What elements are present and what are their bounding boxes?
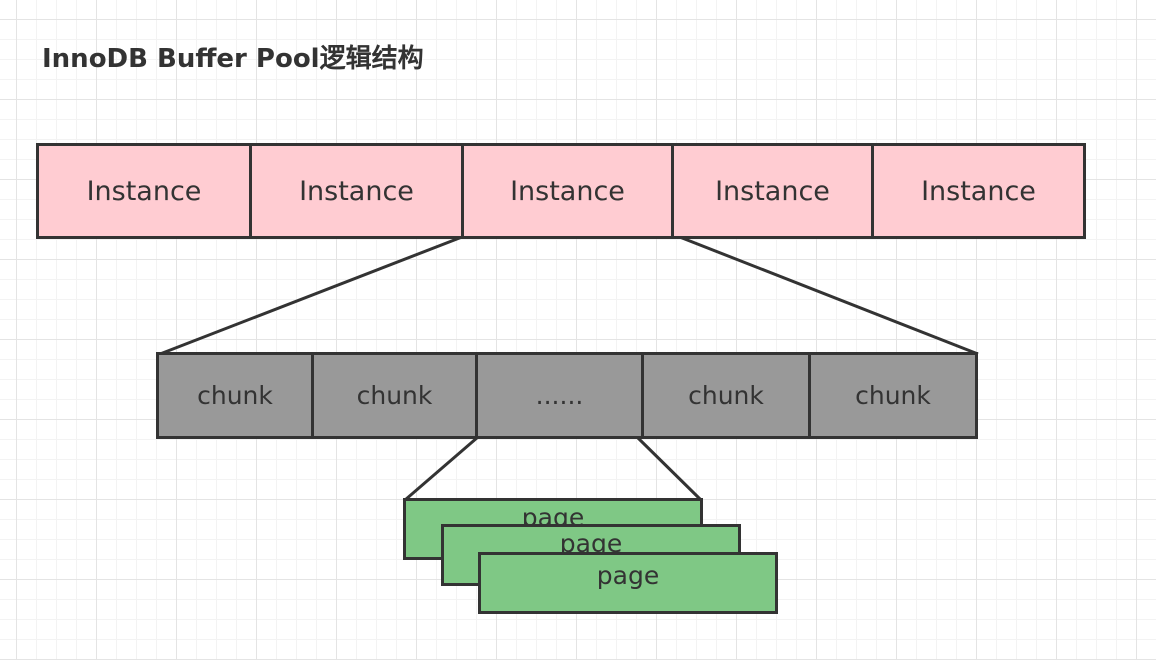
page-box: page (478, 552, 778, 614)
chunk-ellipsis-box: ...... (475, 352, 644, 439)
instance-to-chunk-left-line (159, 235, 463, 356)
instance-to-chunk-right-line (671, 232, 979, 356)
chunk-to-page-right-line (635, 435, 703, 502)
instance-box: Instance (461, 143, 674, 239)
chunk-row: chunk chunk ...... chunk chunk (156, 352, 978, 439)
chunk-to-page-left-line (404, 435, 479, 502)
instance-box: Instance (871, 143, 1086, 239)
chunk-box: chunk (311, 352, 478, 439)
instance-box: Instance (36, 143, 252, 239)
instance-box: Instance (249, 143, 464, 239)
instance-row: Instance Instance Instance Instance Inst… (36, 143, 1086, 239)
chunk-box: chunk (808, 352, 978, 439)
diagram-title: InnoDB Buffer Pool逻辑结构 (42, 44, 424, 74)
chunk-box: chunk (156, 352, 314, 439)
chunk-box: chunk (641, 352, 811, 439)
instance-box: Instance (671, 143, 874, 239)
